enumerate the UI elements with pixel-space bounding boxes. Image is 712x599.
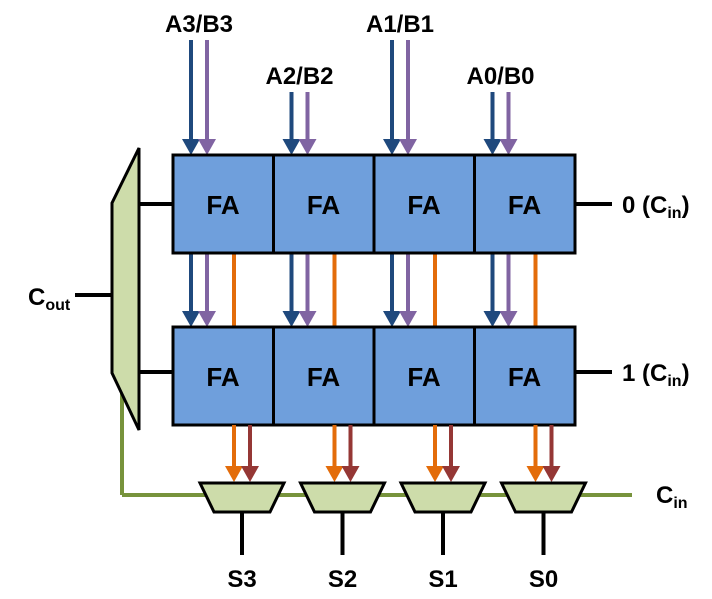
sum-mux (398, 481, 488, 514)
input-b-arrow-head (198, 139, 216, 155)
input-label: A3/B3 (165, 11, 233, 38)
full-adder-label: FA (206, 190, 239, 220)
sum-label: S0 (529, 566, 558, 593)
input-a-arrow-row1-head (383, 311, 401, 327)
input-b-arrow-row1-head (198, 311, 216, 327)
full-adder-block (171, 325, 275, 427)
sum0-arrow-head (426, 466, 444, 482)
full-adder-label: FA (508, 362, 541, 392)
full-adder-label: FA (206, 362, 239, 392)
cin-label: Cin (656, 482, 688, 512)
full-adder-label: FA (307, 190, 340, 220)
input-b-arrow-row1-head (499, 311, 518, 327)
sum0-arrow-head (225, 466, 243, 482)
cout-label: Cout (28, 284, 71, 314)
input-a-arrow-row1-head (483, 311, 502, 327)
input-b-arrow-row1-head (399, 311, 417, 327)
full-adder-block (473, 153, 577, 255)
input-a-arrow-row1-head (282, 311, 301, 327)
input-label: A1/B1 (366, 11, 434, 38)
sum-label: S1 (428, 566, 457, 593)
sum1-arrow-head (241, 466, 259, 482)
input-a-arrow-head (182, 139, 200, 155)
sum0-arrow-head (526, 466, 545, 482)
sum1-arrow-head (442, 466, 460, 482)
sum-label: S3 (227, 566, 256, 593)
input-a-arrow-head (483, 139, 502, 155)
full-adder-label: FA (407, 362, 440, 392)
sum-mux (499, 481, 588, 514)
input-a-arrow-row1-head (182, 311, 200, 327)
input-b-arrow-head (298, 139, 317, 155)
sum1-arrow-head (341, 466, 360, 482)
full-adder-label: FA (508, 190, 541, 220)
input-b-arrow-head (499, 139, 518, 155)
sum1-arrow-head (542, 466, 561, 482)
sum-label: S2 (328, 566, 357, 593)
row0-carry-label: 0 (Cin) (622, 192, 690, 222)
input-label: A0/B0 (466, 63, 534, 90)
input-a-arrow-head (282, 139, 301, 155)
row1-carry-label: 1 (Cin) (622, 360, 690, 390)
sum0-arrow-head (325, 466, 344, 482)
sum-mux (197, 481, 287, 514)
full-adder-block (372, 325, 476, 427)
carry-out-mux (110, 147, 141, 431)
input-b-arrow-head (399, 139, 417, 155)
sum-mux (298, 481, 387, 514)
input-b-arrow-row1-head (298, 311, 317, 327)
full-adder-label: FA (307, 362, 340, 392)
full-adder-label: FA (407, 190, 440, 220)
full-adder-block (272, 325, 376, 427)
input-a-arrow-head (383, 139, 401, 155)
full-adder-block (473, 325, 577, 427)
input-label: A2/B2 (265, 63, 333, 90)
